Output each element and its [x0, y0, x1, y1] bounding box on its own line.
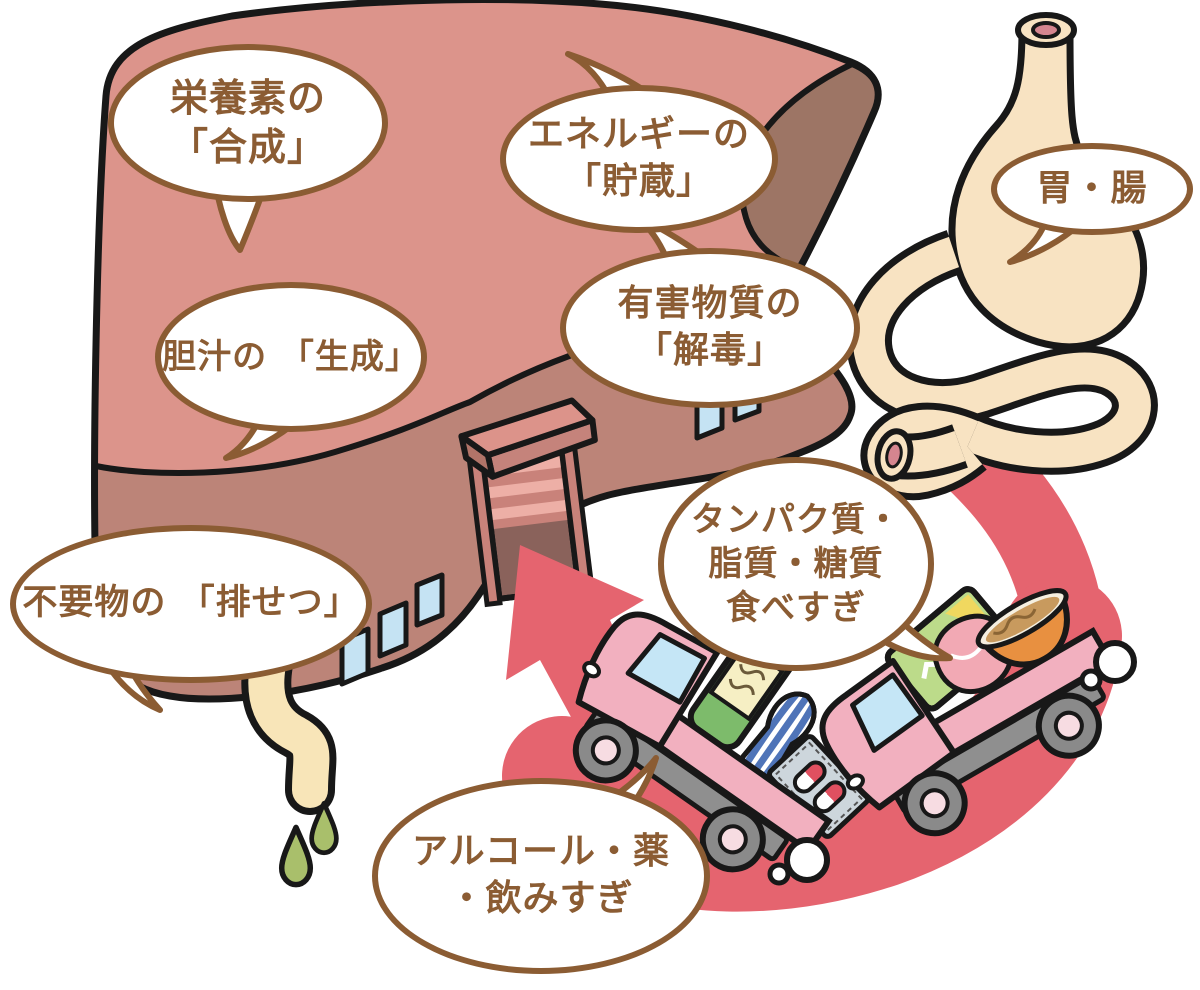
bubble-line: 有害物質の [617, 283, 803, 325]
headlight [582, 660, 601, 679]
truck-wheel [572, 717, 766, 873]
intestine-open-end [874, 428, 914, 482]
bubble-line: 「合成」 [169, 125, 326, 169]
bubble-alcohol-medicine: アルコール・薬 ・飲みすぎ [372, 778, 710, 974]
headlight [845, 773, 865, 791]
stomach-intestine-illustration [845, 12, 1158, 501]
bubble-line: 「貯蔵」 [564, 161, 713, 202]
noodle-bowl-icon [975, 588, 1070, 668]
truck-window [850, 672, 925, 753]
exhaust-puff [1079, 668, 1103, 692]
bubble-stomach-intestine: 胃・腸 [991, 143, 1193, 235]
exhaust-puff [1093, 640, 1137, 684]
loading-dock-door [458, 397, 598, 608]
exhaust-puff [784, 837, 830, 883]
window [377, 600, 409, 659]
bubble-line: エネルギーの [527, 114, 750, 156]
bubble-line: タンパク質・ [691, 499, 901, 540]
bubble-line: 胆汁の 「生成」 [162, 336, 420, 377]
bile-drops [278, 800, 339, 888]
truck-window [625, 632, 707, 705]
bubble-line: 不要物の 「排せつ」 [22, 583, 360, 624]
bubble-detox: 有害物質の 「解毒」 [560, 248, 860, 408]
bubble-bile-production: 胆汁の 「生成」 [155, 282, 427, 432]
bile-duct-pipe [241, 639, 337, 815]
window [414, 572, 445, 628]
bubble-overeating: タンパク質・ 脂質・糖質 食べすぎ [658, 457, 934, 671]
bubble-line: 胃・腸 [1036, 167, 1148, 209]
exhaust-puff [767, 862, 791, 886]
truck-alcohol [572, 598, 871, 873]
bubble-line: 食べすぎ [726, 588, 866, 629]
bubble-nutrient-synthesis: 栄養素の 「合成」 [108, 44, 388, 202]
truck-wheel [901, 692, 1102, 837]
bubble-line: アルコール・薬 [412, 831, 670, 873]
truck-food [819, 586, 1115, 837]
bubble-line: 「解毒」 [635, 330, 784, 371]
bubble-energy-storage: エネルギーの 「貯蔵」 [500, 85, 778, 233]
bubble-line: 脂質・糖質 [708, 543, 884, 584]
bubble-line: ・飲みすぎ [448, 878, 634, 919]
esophagus-opening-inner [1031, 21, 1061, 39]
bubble-line: 栄養素の [169, 75, 326, 120]
bubble-waste-excretion: 不要物の 「排せつ」 [10, 525, 372, 683]
exhaust-puffs [767, 640, 1137, 886]
